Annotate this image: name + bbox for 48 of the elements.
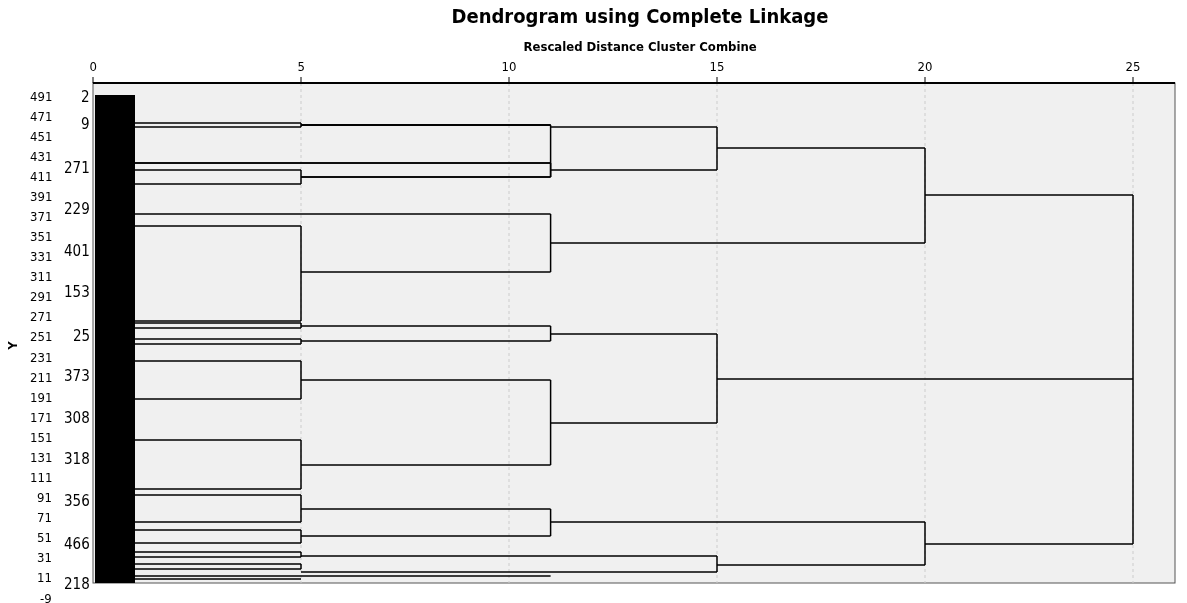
y-value-label: 171 [30,410,53,424]
tick-label: 0 [89,59,97,73]
y-value-label: 191 [30,390,53,404]
y-value-label: 211 [30,370,53,384]
y-value-label: 391 [30,189,53,203]
y-value-label: 251 [30,330,53,344]
y-value-label: 31 [37,551,52,565]
leaf-label: 2 [81,89,90,105]
axis-label: Y [5,340,19,350]
y-value-label: 231 [30,350,53,364]
y-value-label: 131 [30,450,53,464]
y-value-label: 351 [30,230,53,244]
leaf-label: 25 [73,328,91,344]
y-value-label: 471 [30,109,53,123]
y-value-label: 491 [30,89,53,103]
y-value-label: 371 [30,209,53,223]
y-value-label: 111 [30,471,53,484]
leaf-label: 9 [81,116,90,132]
tick-label: 25 [1125,59,1141,73]
leaf-label: 373 [64,368,90,384]
tick-label: 20 [917,59,933,73]
y-value-label: 311 [30,270,53,284]
leaf-label: 308 [64,410,90,426]
y-value-label: 451 [30,129,53,143]
y-value-label: 411 [30,169,53,183]
leaf-label: 218 [64,576,90,592]
y-value-label: 291 [30,290,53,304]
leaf-label: 466 [64,536,90,552]
tick-label: 15 [709,59,725,73]
axis-title: Rescaled Distance Cluster Combine [523,39,757,53]
y-value-label: 271 [30,310,53,324]
leaf-label: 229 [64,201,90,217]
y-value-label: -9 [40,591,52,603]
tick-label: 10 [501,59,517,73]
y-value-label: 431 [30,149,53,163]
leaf-label: 401 [64,243,90,259]
leaf-label: 318 [64,451,90,467]
y-value-label: 71 [37,511,52,525]
chart-title: Dendrogram using Complete Linkage [451,6,829,26]
leaf-label: 271 [64,160,90,176]
y-value-label: 51 [37,531,52,545]
y-value-label: 331 [30,250,53,264]
y-value-label: 11 [37,571,52,585]
y-value-label: 91 [37,491,52,505]
tick-label: 5 [297,59,305,73]
leaf-label: 356 [64,493,90,509]
leaf-label: 153 [64,284,90,300]
y-value-label: 151 [30,430,53,444]
